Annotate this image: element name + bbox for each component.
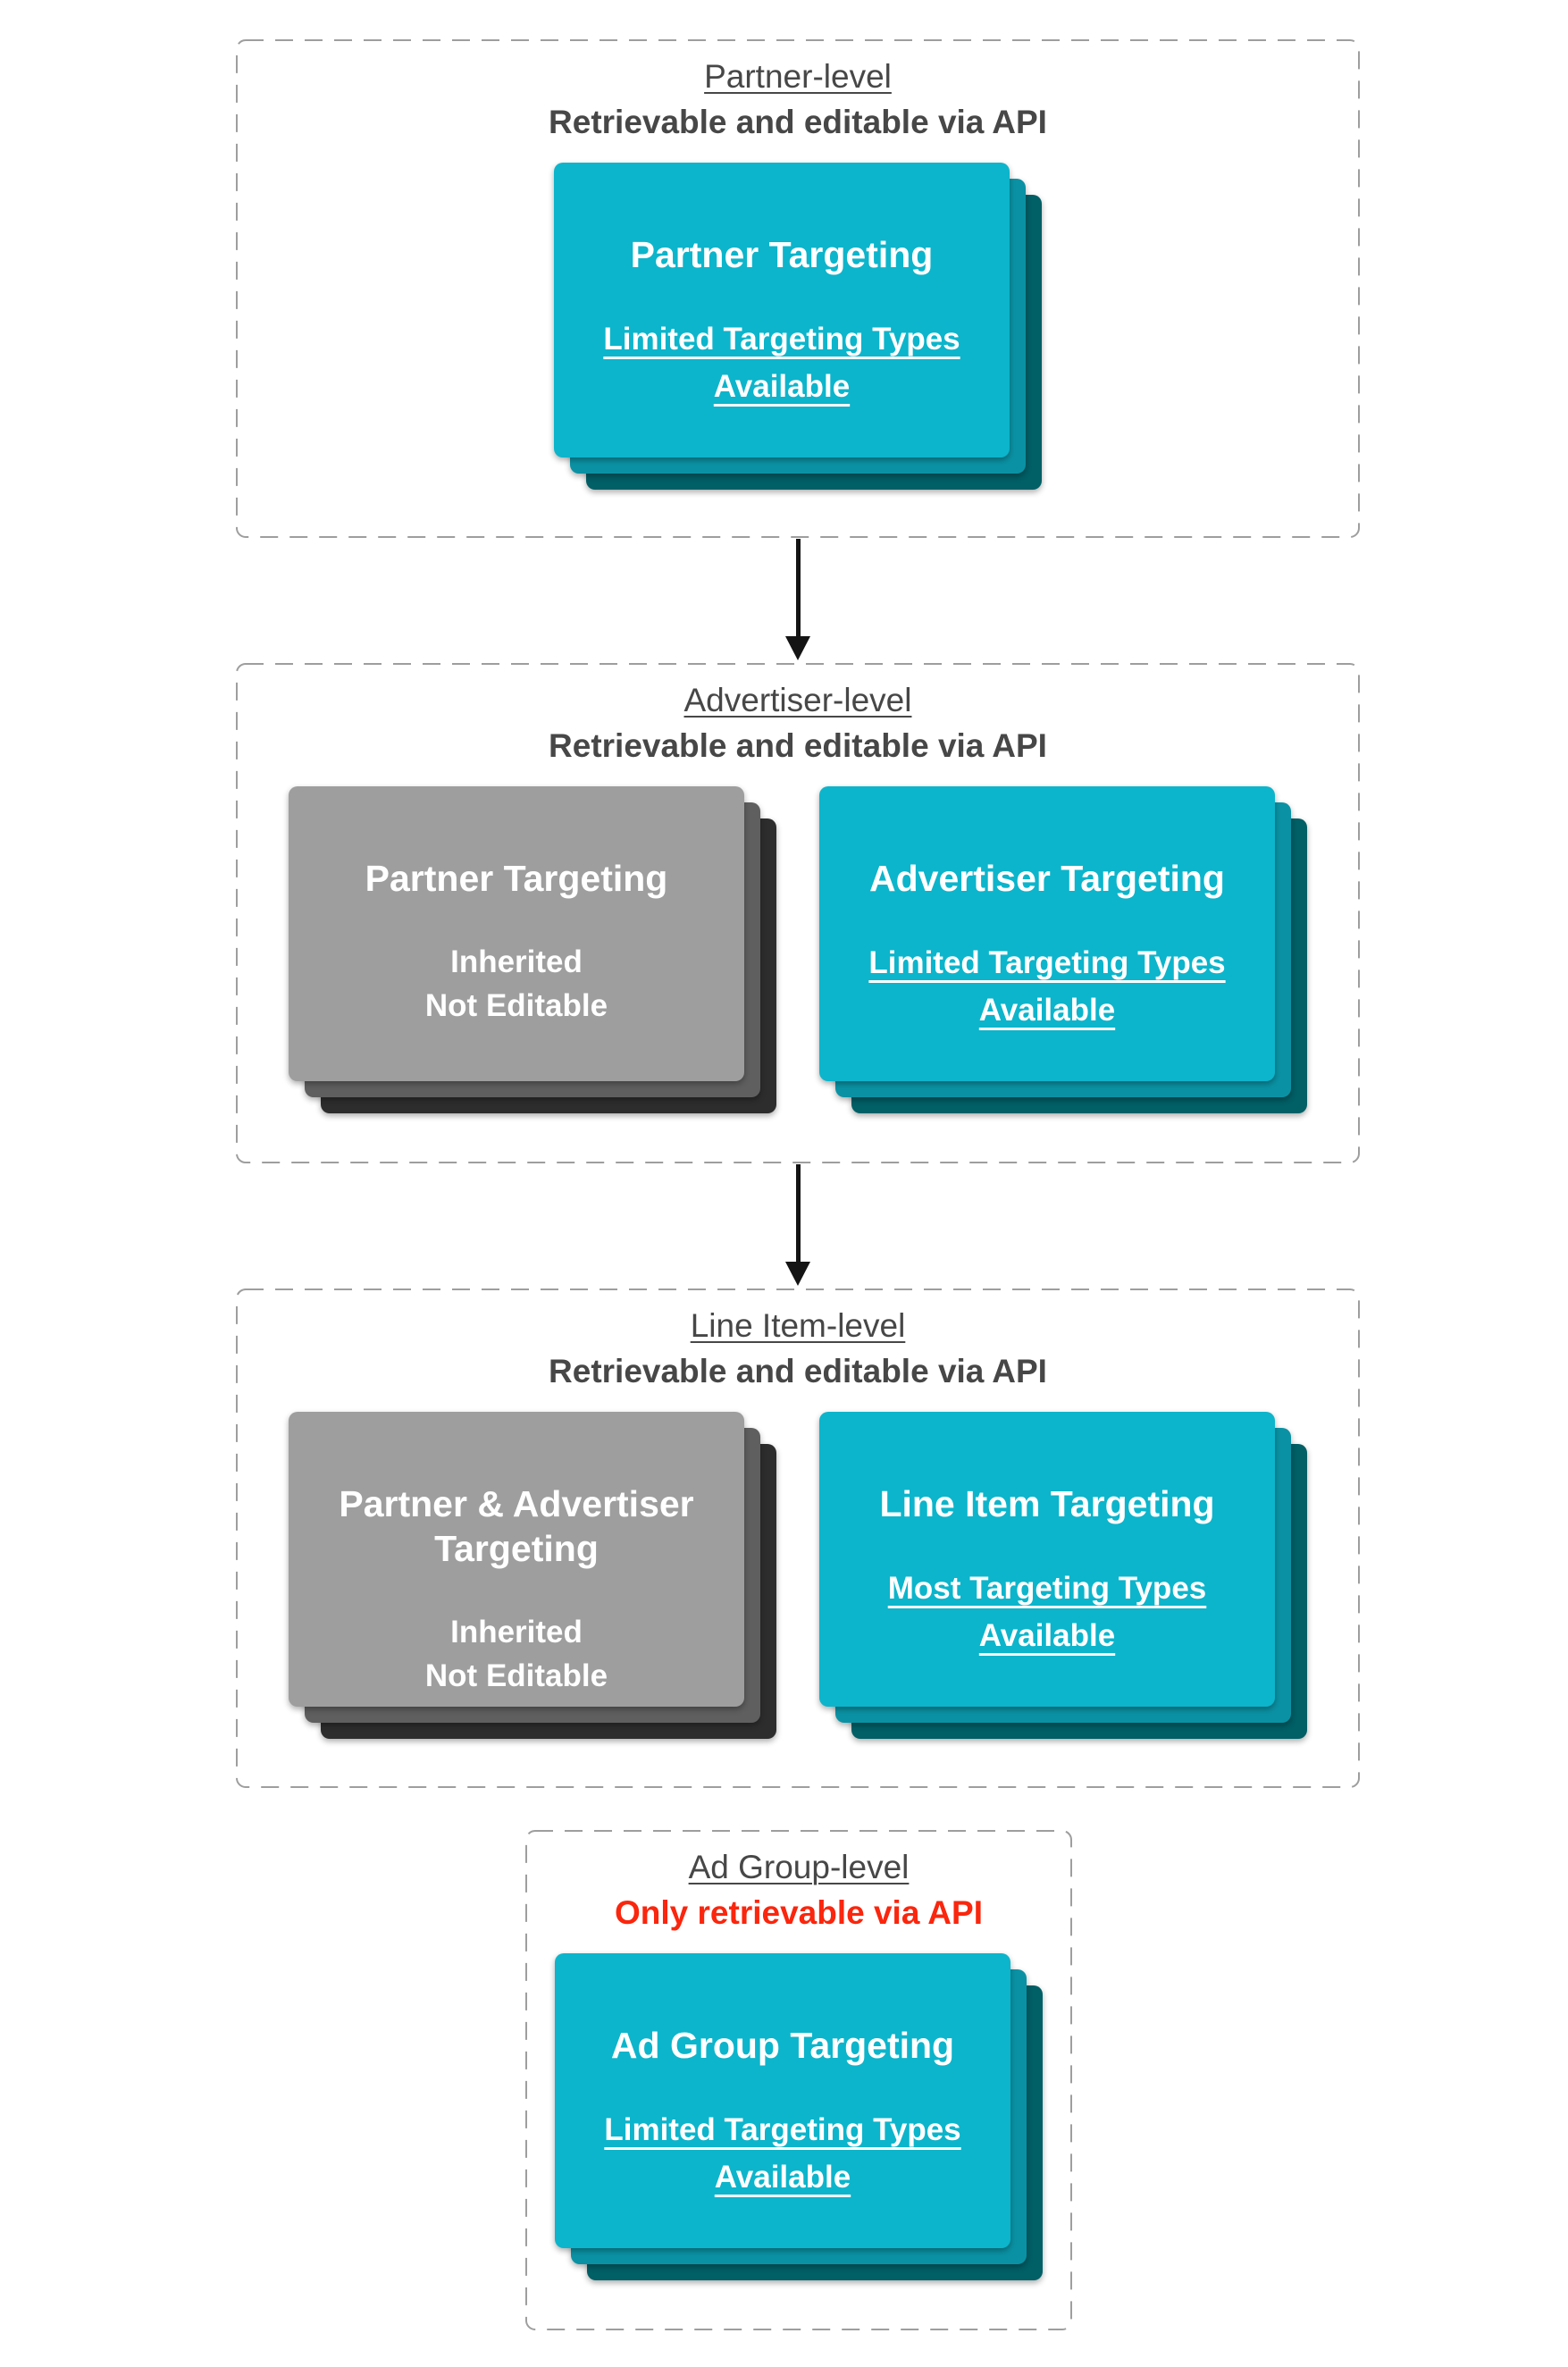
arrow-shaft [795,1164,801,1263]
card-line: Not Editable [424,1658,608,1694]
card-stack-inherited-partner-advertiser-targeting: Partner & Advertiser Targeting Inherited… [289,1412,776,1739]
flow-arrow-down-2 [778,1164,818,1286]
arrow-shaft [795,539,801,637]
card-title: Line Item Targeting [879,1483,1215,1524]
cards-row: Partner Targeting Inherited Not Editable… [236,786,1360,1113]
card-subtitle: Limited Targeting Types Available [604,2112,961,2195]
card-title: Partner Targeting [630,234,934,275]
card-line: Inherited [450,1615,583,1650]
card-layer-front: Partner & Advertiser Targeting Inherited… [289,1412,744,1707]
card-content: Partner Targeting Inherited Not Editable [289,786,744,1081]
card-title: Ad Group Targeting [610,2025,955,2066]
card-stack-partner-targeting: Partner Targeting Limited Targeting Type… [554,163,1042,490]
section-subtitle: Only retrievable via API [615,1894,983,1932]
section-header: Ad Group-level Only retrievable via API [525,1830,1072,1934]
card-title: Advertiser Targeting [869,858,1225,899]
card-lines: Inherited Not Editable [425,940,608,1028]
section-title: Ad Group-level [688,1849,910,1885]
section-line-item-level: Line Item-level Retrievable and editable… [236,1288,1360,1788]
card-line: Not Editable [424,988,608,1024]
section-subtitle: Retrievable and editable via API [549,727,1047,765]
section-header: Advertiser-level Retrievable and editabl… [236,663,1360,767]
card-content: Line Item Targeting Most Targeting Types… [819,1412,1275,1707]
card-layer-front: Advertiser Targeting Limited Targeting T… [819,786,1275,1081]
card-layer-front: Partner Targeting Limited Targeting Type… [554,163,1010,457]
card-stack-advertiser-targeting: Advertiser Targeting Limited Targeting T… [819,786,1307,1113]
section-header: Partner-level Retrievable and editable v… [236,39,1360,143]
card-content: Advertiser Targeting Limited Targeting T… [819,786,1275,1081]
section-header: Line Item-level Retrievable and editable… [236,1288,1360,1392]
section-subtitle: Retrievable and editable via API [549,104,1047,141]
card-content: Ad Group Targeting Limited Targeting Typ… [555,1953,1010,2248]
section-title: Line Item-level [690,1307,906,1344]
card-subtitle: Most Targeting Types Available [887,1571,1207,1653]
card-line: Inherited [450,944,583,980]
section-ad-group-level: Ad Group-level Only retrievable via API … [525,1830,1072,2330]
card-title: Partner Targeting [365,858,668,899]
card-layer-front: Line Item Targeting Most Targeting Types… [819,1412,1275,1707]
cards-row: Partner Targeting Limited Targeting Type… [236,163,1360,490]
card-layer-front: Ad Group Targeting Limited Targeting Typ… [555,1953,1010,2248]
arrow-head [785,636,810,660]
card-stack-ad-group-targeting: Ad Group Targeting Limited Targeting Typ… [555,1953,1043,2280]
flow-arrow-down-1 [778,539,818,660]
section-partner-level: Partner-level Retrievable and editable v… [236,39,1360,538]
card-layer-front: Partner Targeting Inherited Not Editable [289,786,744,1081]
arrow-head [785,1262,810,1286]
card-title: Partner & Advertiser Targeting [339,1483,694,1570]
card-subtitle: Limited Targeting Types Available [603,322,960,404]
card-stack-line-item-targeting: Line Item Targeting Most Targeting Types… [819,1412,1307,1739]
cards-row: Ad Group Targeting Limited Targeting Typ… [525,1953,1072,2280]
card-lines: Inherited Not Editable [425,1610,608,1698]
card-content: Partner & Advertiser Targeting Inherited… [289,1412,744,1707]
card-subtitle: Limited Targeting Types Available [868,945,1226,1028]
card-stack-inherited-partner-targeting: Partner Targeting Inherited Not Editable [289,786,776,1113]
section-title: Advertiser-level [683,682,912,718]
section-subtitle: Retrievable and editable via API [549,1353,1047,1390]
section-advertiser-level: Advertiser-level Retrievable and editabl… [236,663,1360,1163]
card-content: Partner Targeting Limited Targeting Type… [554,163,1010,457]
cards-row: Partner & Advertiser Targeting Inherited… [236,1412,1360,1739]
section-title: Partner-level [704,58,892,95]
